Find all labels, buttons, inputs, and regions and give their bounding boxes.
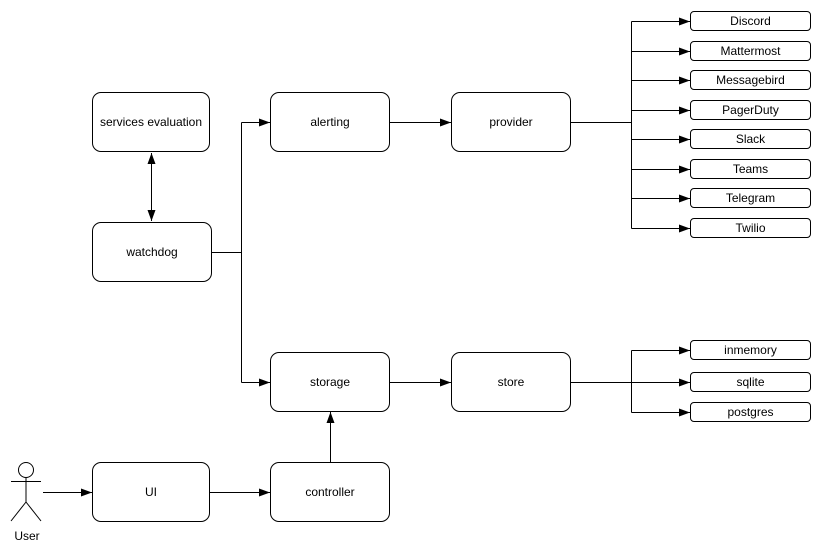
option-slack: Slack (690, 129, 811, 149)
option-postgres: postgres (690, 402, 811, 422)
node-services-evaluation: services evaluation (92, 92, 210, 152)
option-pagerduty: PagerDuty (690, 100, 811, 120)
option-discord: Discord (690, 11, 811, 31)
node-storage: storage (270, 352, 390, 412)
option-mattermost: Mattermost (690, 41, 811, 61)
node-provider: provider (451, 92, 571, 152)
user-actor-icon (10, 462, 42, 522)
option-messagebird: Messagebird (690, 70, 811, 90)
node-controller: controller (270, 462, 390, 522)
node-alerting: alerting (270, 92, 390, 152)
node-ui: UI (92, 462, 210, 522)
option-teams: Teams (690, 159, 811, 179)
option-sqlite: sqlite (690, 372, 811, 392)
option-inmemory: inmemory (690, 340, 811, 360)
option-telegram: Telegram (690, 188, 811, 208)
option-twilio: Twilio (690, 218, 811, 238)
node-store: store (451, 352, 571, 412)
node-watchdog: watchdog (92, 222, 212, 282)
user-actor-label: User (14, 529, 40, 543)
